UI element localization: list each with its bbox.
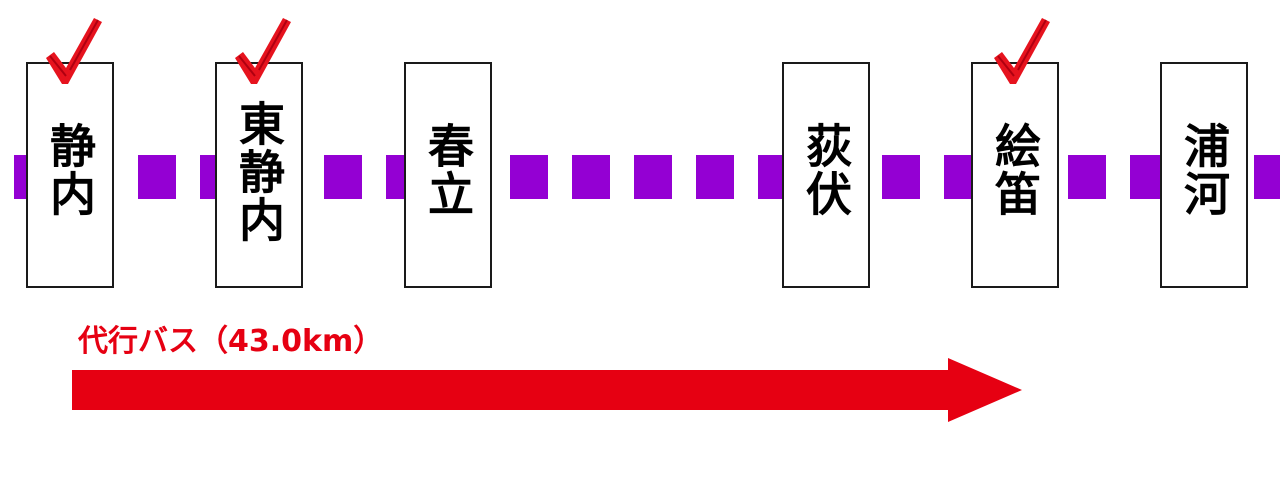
check-mark-icon (994, 18, 1050, 84)
station-shizunai: 静内 (26, 62, 114, 288)
station-name-urakawa: 浦河 (1177, 122, 1231, 218)
station-harutachi: 春立 (404, 62, 492, 288)
station-name-harutachi: 春立 (421, 122, 475, 218)
station-ogifushi: 荻伏 (782, 62, 870, 288)
station-name-ogifushi: 荻伏 (799, 122, 853, 218)
station-name-efue: 絵笛 (988, 122, 1042, 218)
station-higashi-shizunai: 東静内 (215, 62, 303, 288)
station-urakawa: 浦河 (1160, 62, 1248, 288)
bus-route-label: 代行バス（43.0km） (78, 324, 384, 359)
check-mark-icon (235, 18, 291, 84)
bus-route-arrow (72, 358, 1022, 422)
station-name-higashi-shizunai: 東静内 (232, 100, 286, 244)
rail-line (14, 155, 1280, 199)
station-efue: 絵笛 (971, 62, 1059, 288)
check-mark-icon (46, 18, 102, 84)
station-name-shizunai: 静内 (43, 122, 97, 218)
